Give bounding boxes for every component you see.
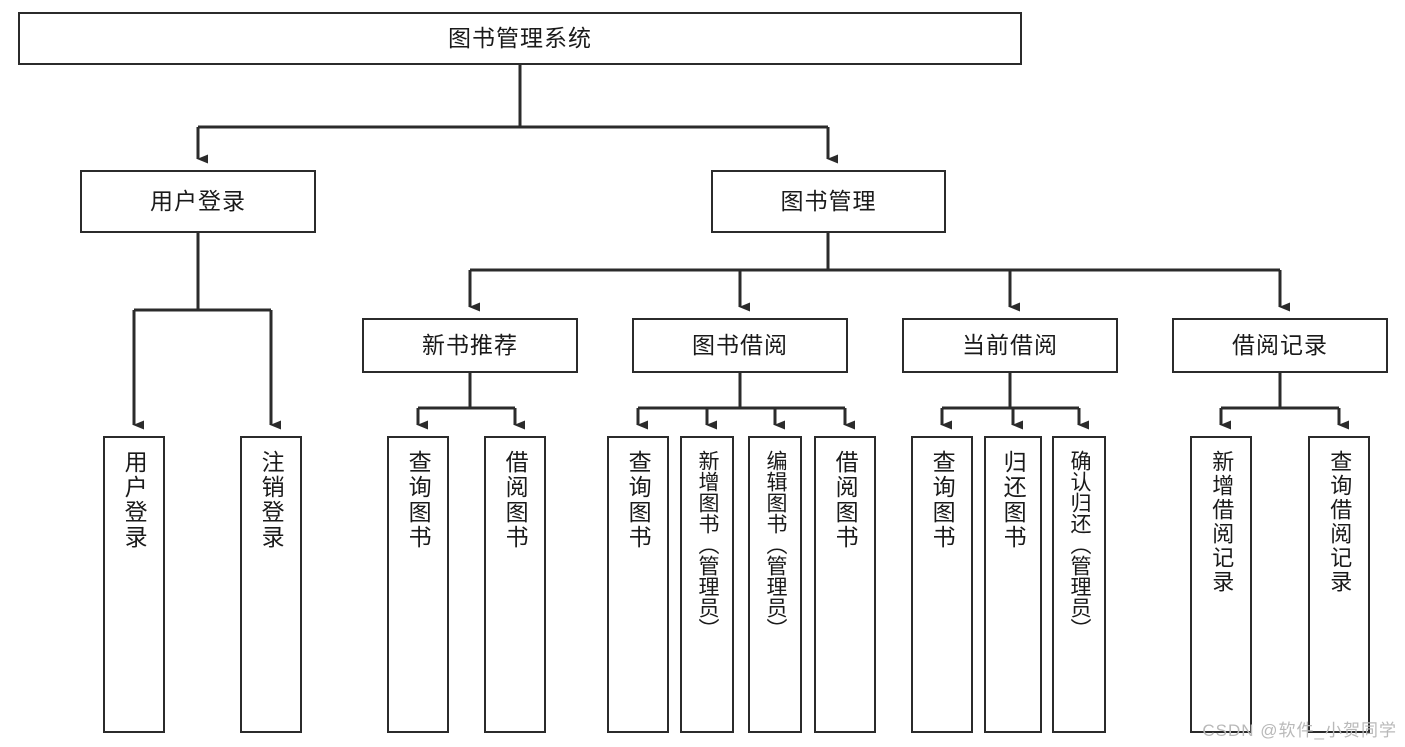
node-leaf-query-book-2[interactable]: 查询图书 [607, 436, 669, 733]
node-leaf-query-record[interactable]: 查询借阅记录 [1308, 436, 1370, 733]
node-leaf-add-record[interactable]: 新增借阅记录 [1190, 436, 1252, 733]
node-leaf-return-book-label: 归还图书 [1000, 450, 1027, 550]
node-book-manage-label: 图书管理 [780, 187, 877, 214]
node-leaf-query-book-3[interactable]: 查询图书 [911, 436, 973, 733]
node-leaf-confirm-return-label: 确认归还（管理员） [1068, 450, 1092, 639]
node-leaf-user-login[interactable]: 用户登录 [103, 436, 165, 733]
node-current-borrow-label: 当前借阅 [962, 331, 1058, 358]
node-borrow-record-label: 借阅记录 [1232, 331, 1328, 358]
node-leaf-confirm-return[interactable]: 确认归还（管理员） [1052, 436, 1106, 733]
node-book-borrow-label: 图书借阅 [692, 331, 788, 358]
node-leaf-borrow-book-1[interactable]: 借阅图书 [484, 436, 546, 733]
node-borrow-record[interactable]: 借阅记录 [1172, 318, 1388, 373]
node-leaf-user-login-label: 用户登录 [121, 450, 148, 550]
node-leaf-edit-book[interactable]: 编辑图书（管理员） [748, 436, 802, 733]
node-leaf-add-book[interactable]: 新增图书（管理员） [680, 436, 734, 733]
node-leaf-user-logout[interactable]: 注销登录 [240, 436, 302, 733]
node-leaf-add-book-label: 新增图书（管理员） [696, 450, 720, 639]
node-leaf-return-book[interactable]: 归还图书 [984, 436, 1042, 733]
node-leaf-add-record-label: 新增借阅记录 [1209, 450, 1235, 594]
node-root[interactable]: 图书管理系统 [18, 12, 1022, 65]
node-new-book-recommend[interactable]: 新书推荐 [362, 318, 578, 373]
node-new-book-recommend-label: 新书推荐 [422, 331, 518, 358]
node-leaf-query-book-1[interactable]: 查询图书 [387, 436, 449, 733]
node-leaf-query-book-1-label: 查询图书 [405, 450, 432, 550]
node-current-borrow[interactable]: 当前借阅 [902, 318, 1118, 373]
node-leaf-borrow-book-1-label: 借阅图书 [502, 450, 529, 550]
node-user-login[interactable]: 用户登录 [80, 170, 316, 233]
node-leaf-borrow-book-2[interactable]: 借阅图书 [814, 436, 876, 733]
node-leaf-query-record-label: 查询借阅记录 [1327, 450, 1353, 594]
node-leaf-user-logout-label: 注销登录 [258, 450, 285, 550]
node-book-borrow[interactable]: 图书借阅 [632, 318, 848, 373]
node-leaf-query-book-3-label: 查询图书 [929, 450, 956, 550]
node-leaf-edit-book-label: 编辑图书（管理员） [764, 450, 788, 639]
node-root-label: 图书管理系统 [448, 24, 592, 51]
node-user-login-label: 用户登录 [150, 187, 246, 214]
node-book-manage[interactable]: 图书管理 [711, 170, 946, 233]
node-leaf-borrow-book-2-label: 借阅图书 [832, 450, 859, 550]
node-leaf-query-book-2-label: 查询图书 [625, 450, 652, 550]
